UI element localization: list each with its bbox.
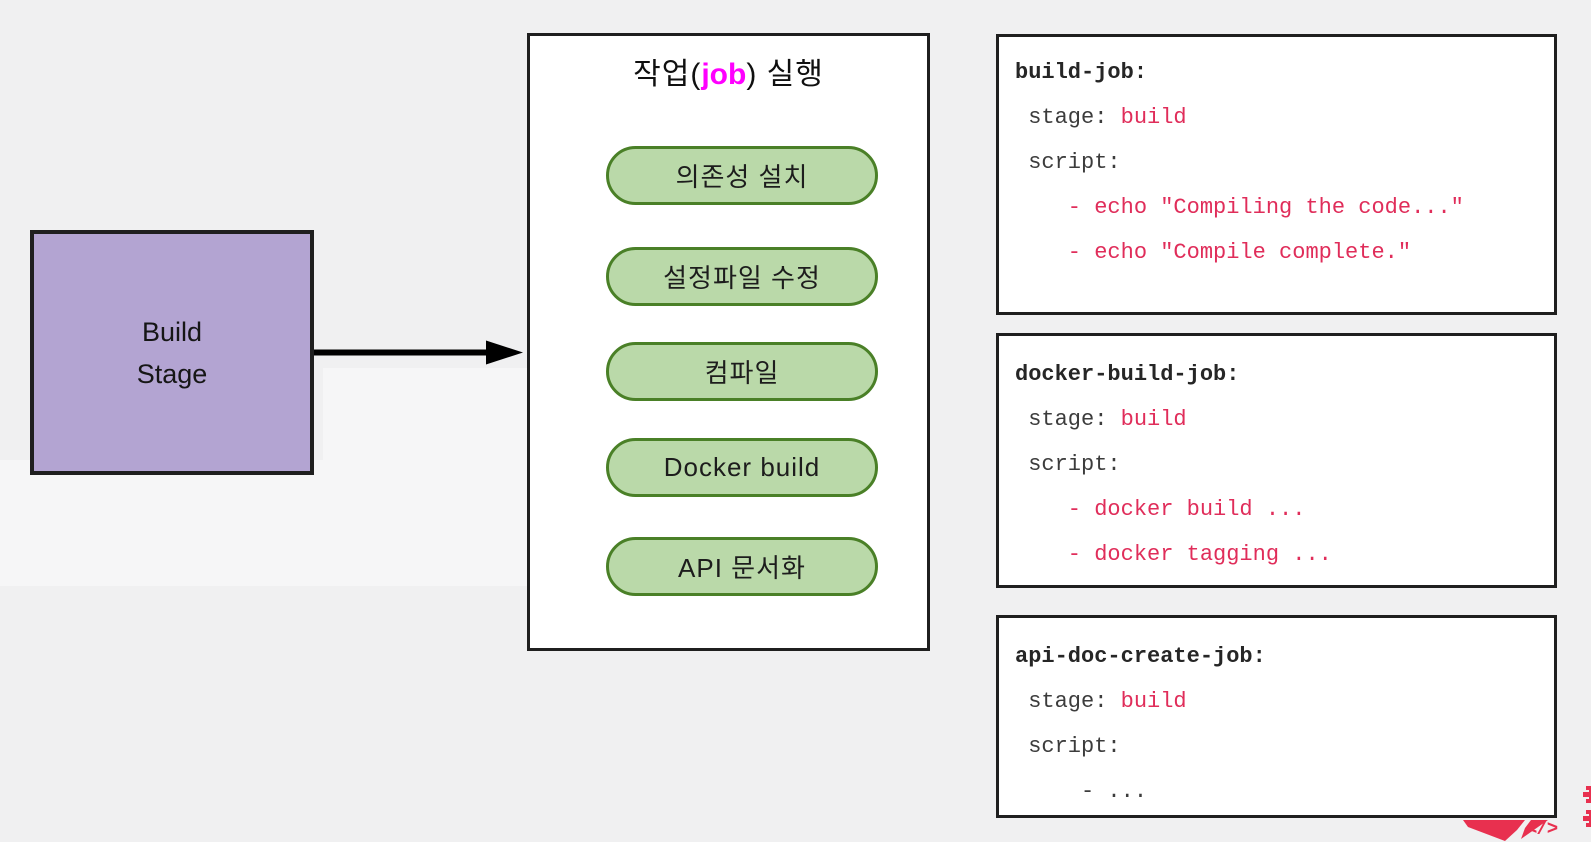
job-pill-label: API 문서화 <box>678 553 806 583</box>
watermark-banner-shape <box>1521 820 1548 839</box>
job-panel-title-prefix: 작업( <box>633 58 702 91</box>
code-line: stage: build <box>1015 679 1548 724</box>
watermark-logo <box>1463 820 1548 841</box>
job-pill-label: 설정파일 수정 <box>663 263 821 293</box>
arrow-head-icon <box>486 340 523 365</box>
code-segment: stage: <box>1015 689 1121 714</box>
code-segment: - docker tagging ... <box>1015 542 1332 567</box>
build-stage-label-line2: Stage <box>136 358 208 389</box>
code-segment: - ... <box>1015 779 1148 804</box>
code-segment: stage: <box>1015 105 1121 130</box>
build-stage-box: Build Stage <box>30 230 314 475</box>
code-line: docker-build-job: <box>1015 352 1548 397</box>
job-panel-title-suffix: ) 실행 <box>746 58 824 91</box>
code-line: script: <box>1015 724 1548 769</box>
code-line: build-job: <box>1015 50 1548 95</box>
code-segment: build <box>1120 689 1187 714</box>
watermark-text-fragment <box>1583 786 1591 803</box>
code-segment: script: <box>1015 452 1121 477</box>
code-line: - echo "Compiling the code..." <box>1015 185 1548 230</box>
code-segment: build <box>1120 105 1187 130</box>
code-segment: build <box>1120 407 1187 432</box>
job-title-highlight: job <box>701 58 747 91</box>
code-segment: - docker build ... <box>1015 497 1306 522</box>
code-segment: - echo "Compile complete." <box>1015 240 1412 265</box>
code-block-docker-build-job: docker-build-job: stage: build script: -… <box>996 333 1557 588</box>
job-pill: API 문서화 <box>606 537 878 596</box>
code-segment: stage: <box>1015 407 1121 432</box>
code-line: stage: build <box>1015 95 1548 140</box>
code-line: script: <box>1015 442 1548 487</box>
job-pill-label: 컴파일 <box>704 358 780 388</box>
background-patch <box>323 368 527 586</box>
job-pill: 설정파일 수정 <box>606 247 878 306</box>
code-line: stage: build <box>1015 397 1548 442</box>
code-block-api-doc-create-job: api-doc-create-job: stage: build script:… <box>996 615 1557 818</box>
code-line: - echo "Compile complete." <box>1015 230 1548 275</box>
watermark-text-fragment <box>1583 810 1591 827</box>
code-segment: script: <box>1015 734 1121 759</box>
code-line: - docker build ... <box>1015 487 1548 532</box>
code-line: api-doc-create-job: <box>1015 634 1548 679</box>
code-segment: build-job: <box>1015 60 1148 85</box>
code-line: - docker tagging ... <box>1015 532 1548 577</box>
code-block-build-job: build-job: stage: build script: - echo "… <box>996 34 1557 315</box>
flow-arrow <box>314 340 523 365</box>
job-pill: Docker build <box>606 438 878 497</box>
job-pill: 의존성 설치 <box>606 146 878 205</box>
code-segment: script: <box>1015 150 1121 175</box>
code-segment: api-doc-create-job: <box>1015 644 1266 669</box>
build-stage-label-line1: Build <box>141 316 203 347</box>
watermark-banner-shape <box>1463 820 1525 841</box>
code-segment: - echo "Compiling the code..." <box>1015 195 1464 220</box>
code-line: script: <box>1015 140 1548 185</box>
job-pill-label: 의존성 설치 <box>675 162 809 192</box>
code-line: - ... <box>1015 769 1548 814</box>
job-pill-label: Docker build <box>663 452 821 482</box>
job-pill: 컴파일 <box>606 342 878 401</box>
code-segment: docker-build-job: <box>1015 362 1240 387</box>
watermark-code-glyph: </> <box>1526 818 1558 840</box>
job-panel-title: 작업(job) 실행 <box>530 55 927 95</box>
